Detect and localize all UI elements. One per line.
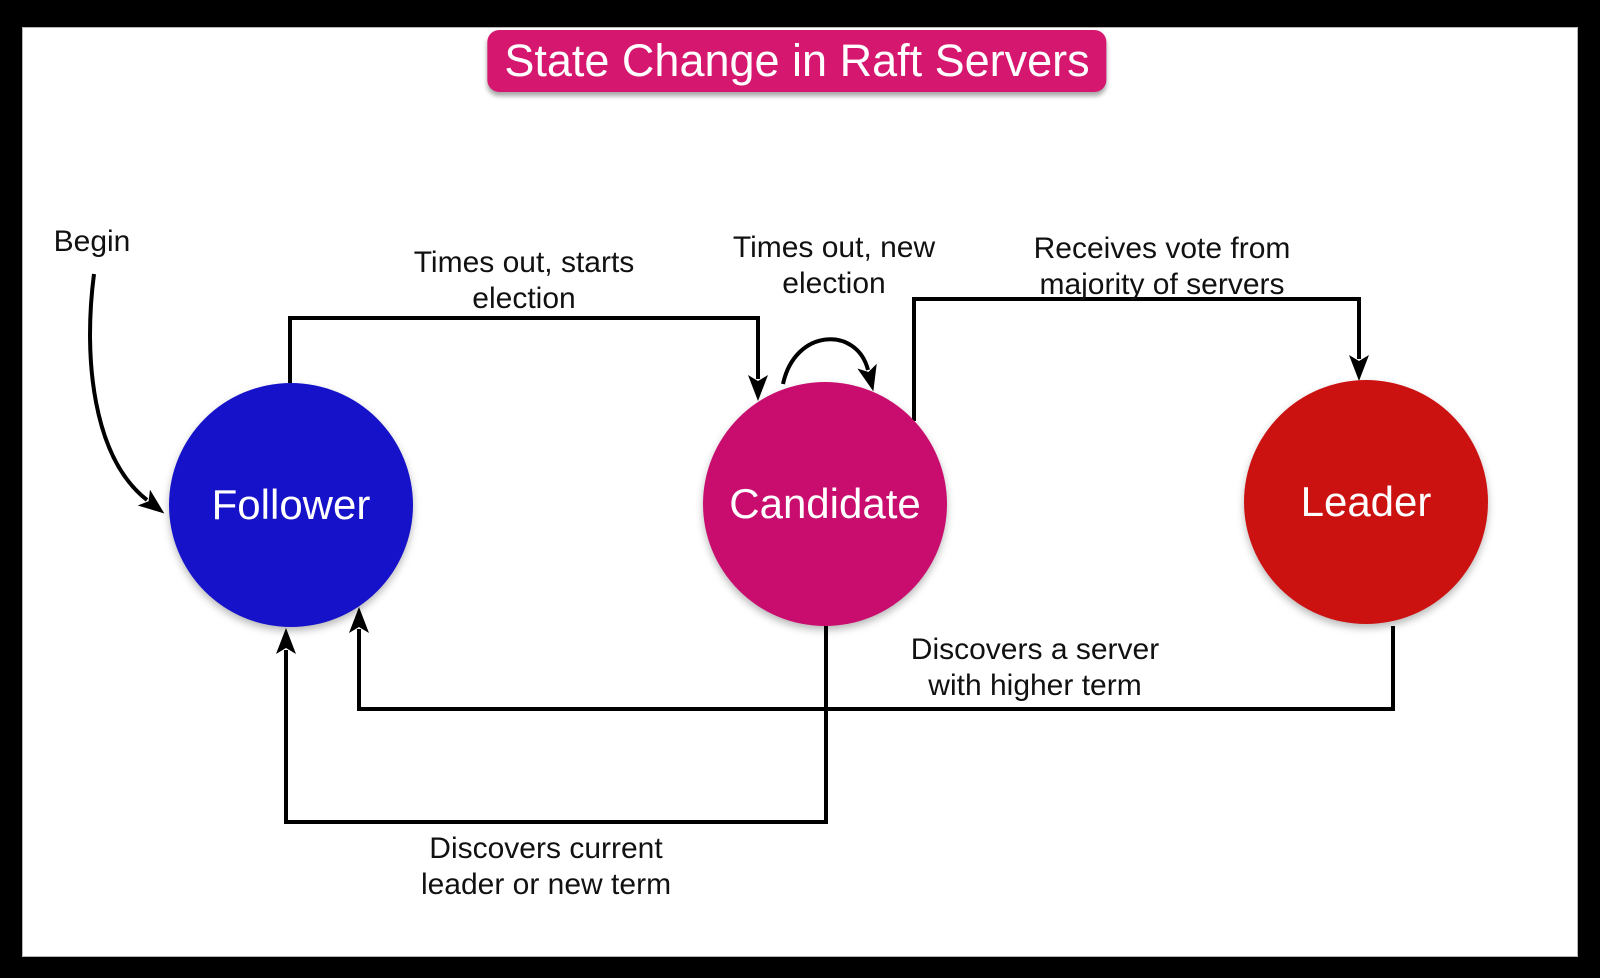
edge-label-times-out-starts-election: Times out, starts election xyxy=(414,245,635,317)
diagram-shapes xyxy=(88,273,1488,824)
edge-label-line: Receives vote from xyxy=(1033,232,1291,265)
edge-label-line: with higher term xyxy=(928,669,1142,702)
node-label-follower: Follower xyxy=(211,481,371,528)
edge-label-line: election xyxy=(472,282,576,315)
edge-candidate-to-follower xyxy=(276,626,828,824)
edge-label-line: Times out, new xyxy=(732,231,936,264)
edge-label-times-out-new-election: Times out, new election xyxy=(733,230,935,302)
edge-begin-to-follower xyxy=(88,273,165,514)
edge-label-line: majority of servers xyxy=(1039,268,1285,301)
begin-label: Begin xyxy=(53,225,131,258)
diagram-title: State Change in Raft Servers xyxy=(487,30,1107,92)
edge-label-discovers-current-leader: Discovers current leader or new term xyxy=(421,831,671,903)
edge-candidate-self-loop xyxy=(781,337,877,392)
edge-label-discovers-higher-term: Discovers a server with higher term xyxy=(911,632,1159,704)
edge-label-line: election xyxy=(782,267,886,300)
edge-leader-to-follower xyxy=(349,607,1395,711)
edge-label-line: Discovers a server xyxy=(910,633,1160,666)
node-leader xyxy=(1244,380,1488,624)
edge-label-receives-vote: Receives vote from majority of servers xyxy=(1034,231,1291,303)
edge-candidate-to-leader xyxy=(912,297,1369,421)
node-candidate xyxy=(703,382,947,626)
edge-label-line: Discovers current xyxy=(429,832,663,865)
node-follower xyxy=(169,383,413,627)
node-label-candidate: Candidate xyxy=(729,480,921,527)
edge-follower-to-candidate xyxy=(288,316,768,401)
edge-label-line: leader or new term xyxy=(420,868,672,901)
node-label-leader: Leader xyxy=(1300,478,1432,525)
diagram-canvas: State Change in Raft Servers Begin Times… xyxy=(22,27,1578,957)
edge-label-line: Times out, starts xyxy=(413,246,635,279)
